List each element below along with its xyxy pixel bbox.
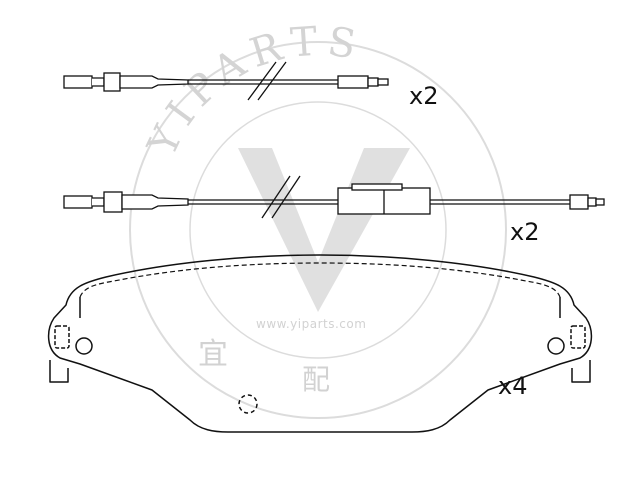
sensor-plug-collar: [103, 191, 123, 213]
right-clip-tab: [571, 360, 591, 383]
sensor-plug-neck: [92, 197, 105, 207]
sensor-tip-pin: [595, 198, 605, 206]
left-clip-tab: [49, 360, 69, 383]
cable-break-mark: [257, 61, 287, 101]
cable-break-mark: [261, 175, 291, 219]
watermark-v-logo: [238, 148, 410, 312]
sensor-tip-end: [587, 197, 597, 207]
brake-pad-outline: [47, 254, 593, 433]
sensor-plug-end: [63, 75, 93, 89]
quantity-label-brake-pad: x4: [498, 372, 528, 400]
wear-sensor-long: [63, 61, 389, 101]
sensor-plug-end: [63, 195, 93, 209]
watermark-url: www.yiparts.com: [256, 317, 367, 331]
quantity-label-sensor-long: x2: [409, 82, 439, 110]
right-mounting-hole: [547, 337, 565, 355]
watermark-outer-ring: [129, 41, 507, 419]
watermark-chinese-char: 宜: [198, 337, 228, 372]
watermark-inner-ring: [189, 101, 447, 359]
right-guide-pin: [570, 325, 586, 349]
quantity-label-sensor-connector: x2: [510, 218, 540, 246]
sensor-plug-body: [119, 75, 189, 89]
watermark-brand-arc: YIPARTS: [139, 18, 367, 164]
sensor-tip-body: [337, 75, 369, 89]
wear-sensor-with-connector: [63, 175, 605, 219]
cable-break-mark: [271, 175, 301, 219]
inline-connector-latch: [351, 183, 403, 191]
sensor-plug-collar: [103, 72, 121, 92]
wear-indicator-spot: [238, 394, 258, 414]
sensor-plug-body: [121, 194, 189, 210]
sensor-plug-neck: [92, 77, 105, 87]
left-mounting-hole: [75, 337, 93, 355]
watermark-chinese-char: 配: [302, 363, 331, 396]
cable-break-mark: [247, 61, 277, 101]
left-guide-pin: [54, 325, 70, 349]
sensor-tip-body: [569, 194, 589, 210]
sensor-tip-pin: [377, 78, 389, 86]
brake-pad: [47, 254, 593, 433]
sensor-tip-end: [367, 77, 379, 87]
